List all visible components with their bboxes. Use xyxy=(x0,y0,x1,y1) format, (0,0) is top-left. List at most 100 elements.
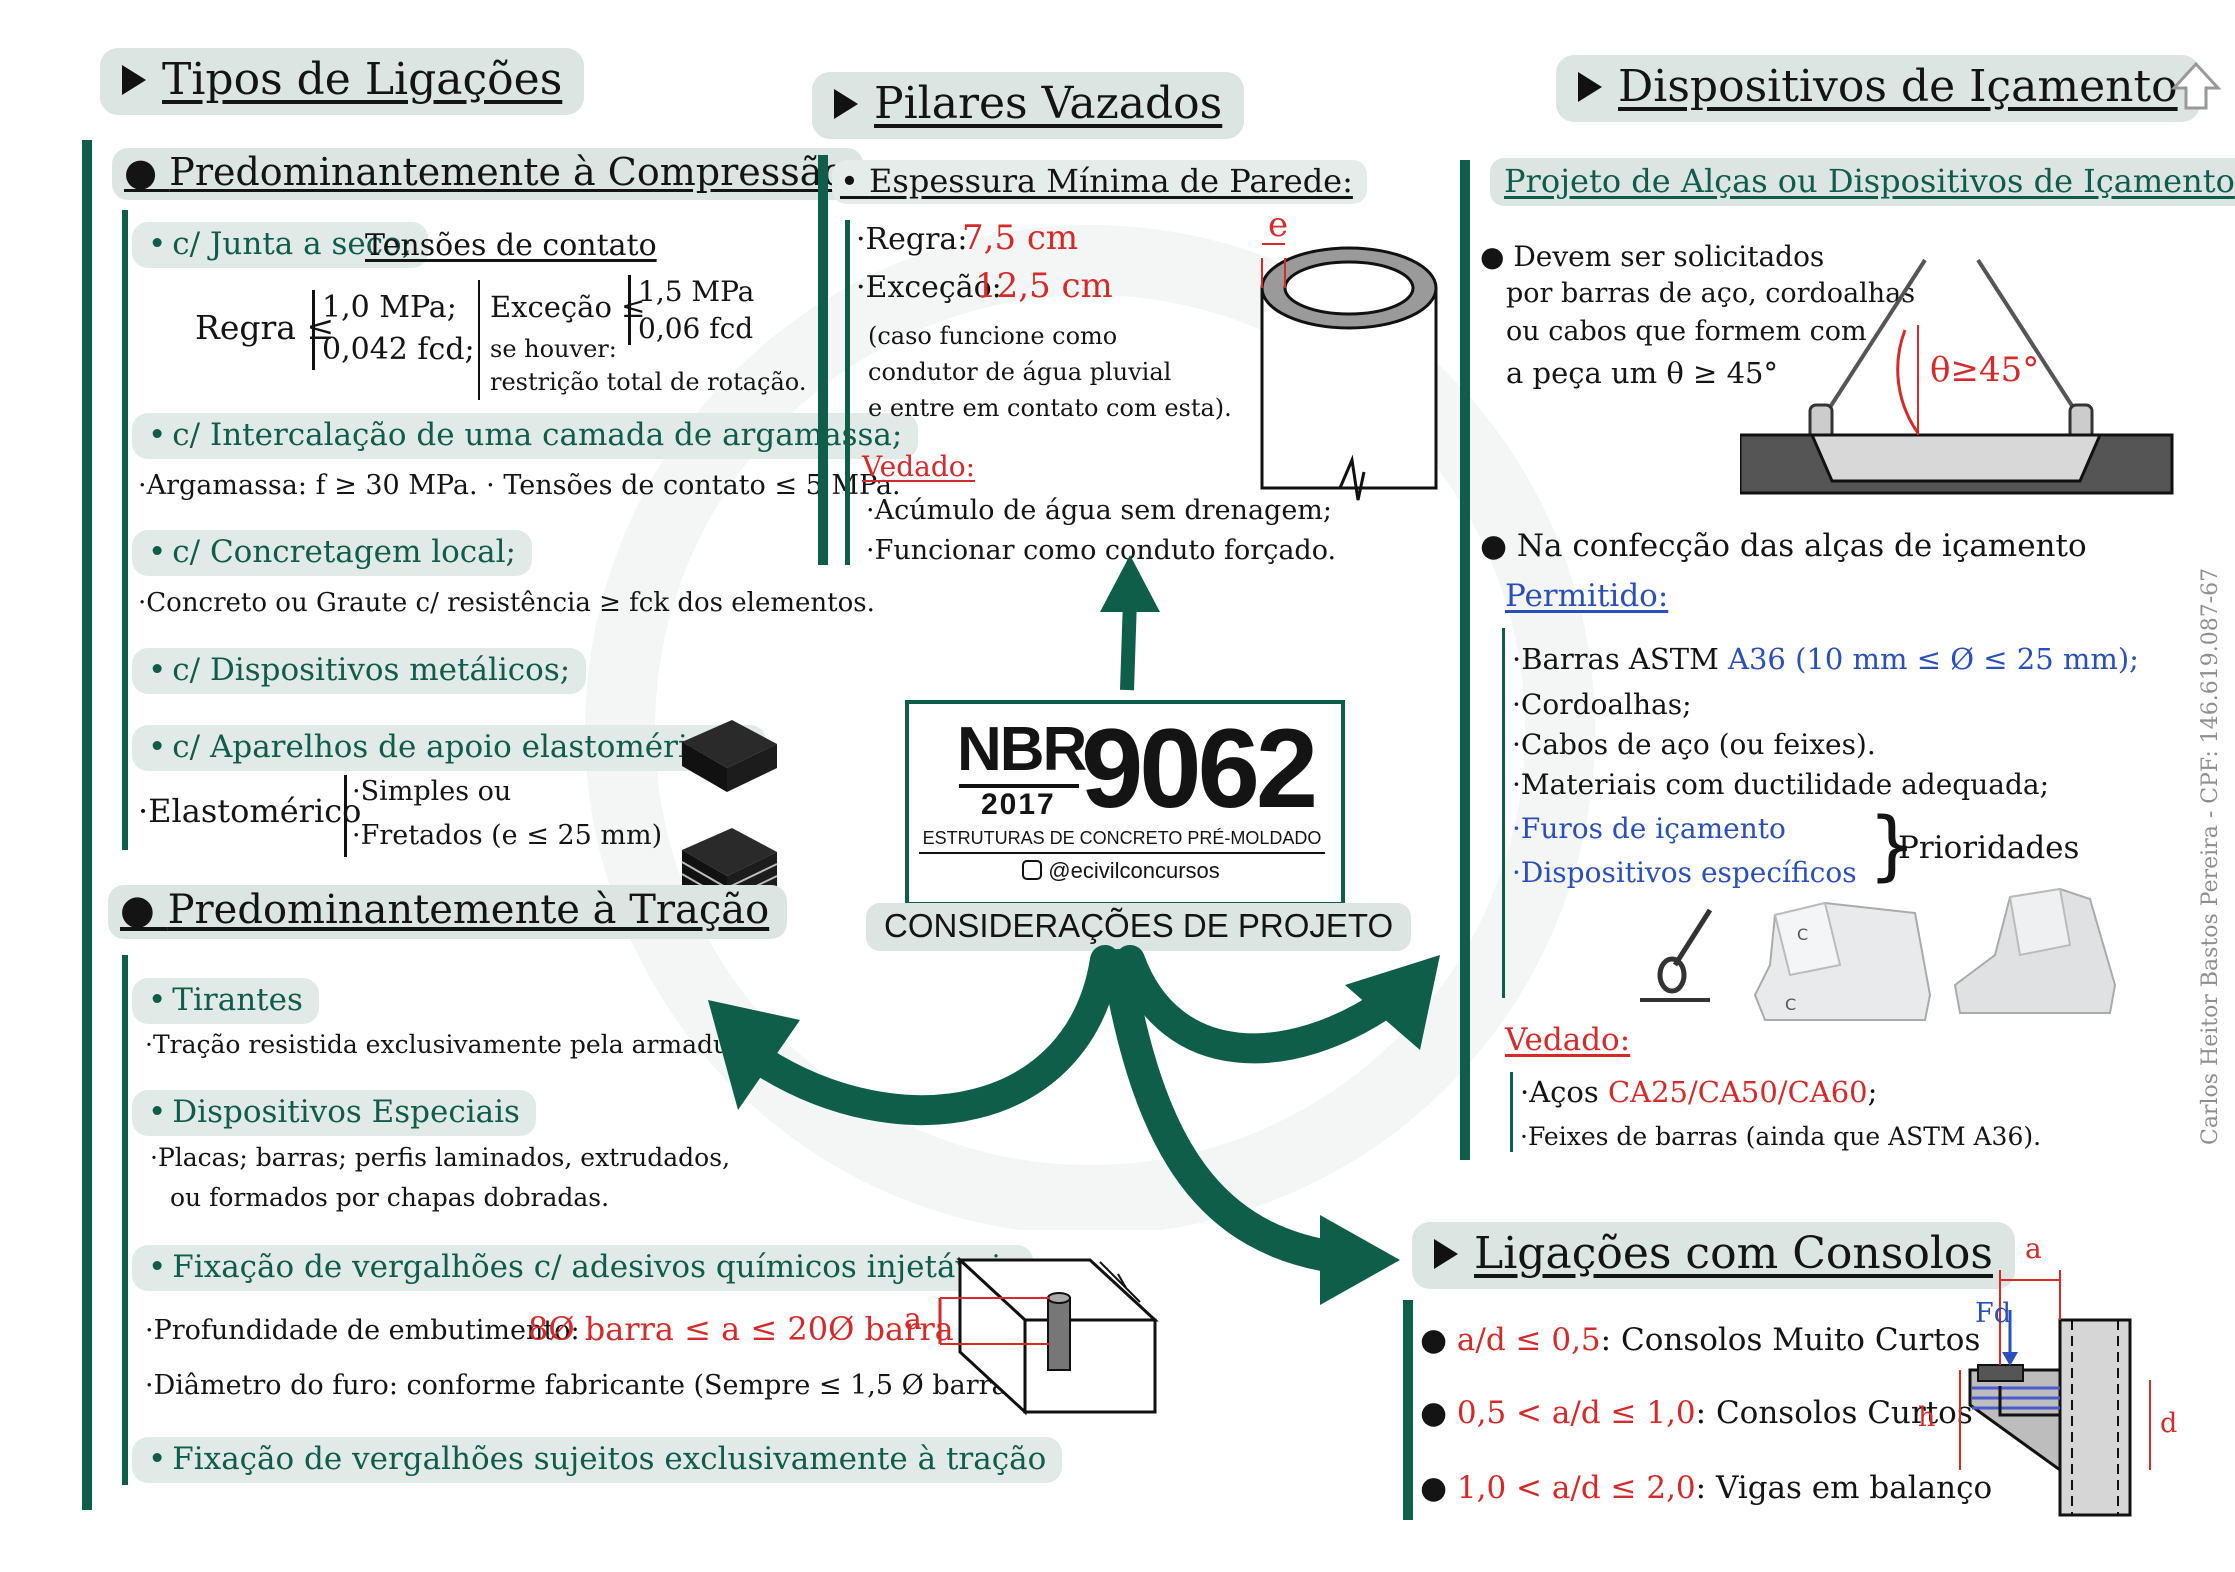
arrow-down-right-icon xyxy=(1320,1215,1400,1305)
permitido-item-6: ·Dispositivos específicos xyxy=(1512,856,1857,889)
concretagem-pill: •c/ Concretagem local; xyxy=(132,530,532,576)
title-text: Dispositivos de Içamento xyxy=(1618,61,2178,112)
consoles-vertical-bar xyxy=(1403,1300,1413,1520)
consolo-a-label: a xyxy=(2025,1232,2042,1265)
consolo-d-label: d xyxy=(2160,1408,2178,1439)
regra-excecao-divider xyxy=(478,280,480,400)
title-text: Pilares Vazados xyxy=(874,78,1223,129)
svg-text:C: C xyxy=(1797,925,1808,944)
prioridades-brace: } xyxy=(1868,800,1917,889)
vedado-item-2: ·Funcionar como conduto forçado. xyxy=(866,535,1337,566)
nbr-divider xyxy=(959,784,1079,788)
elastomerico-bracket xyxy=(344,775,347,857)
consolo-row-3: ● 1,0 < a/d ≤ 2,0: Vigas em balanço xyxy=(1420,1470,1993,1506)
right-vedado-item-1: ·Aços CA25/CA50/CA60; xyxy=(1520,1075,1878,1109)
regra-label: ·Regra: xyxy=(856,222,968,257)
scroll-to-top-icon[interactable] xyxy=(2168,58,2224,114)
excecao-label: Exceção ≤ xyxy=(490,290,646,324)
devem-line-4: a peça um θ ≥ 45° xyxy=(1506,356,1778,390)
arrow-right-icon xyxy=(1345,955,1440,1050)
arrow-left-icon xyxy=(708,1000,800,1110)
vedado-label: Vedado: xyxy=(862,450,976,483)
projeto-alcas-heading: Projeto de Alças ou Dispositivos de Içam… xyxy=(1490,158,2235,206)
excecao-value-2: 0,06 fcd xyxy=(638,312,754,345)
permitido-item-2: ·Cordoalhas; xyxy=(1512,688,1692,721)
excecao-condition-1: se houver: xyxy=(490,335,617,363)
regra-value-2: 0,042 fcd; xyxy=(322,332,475,367)
embed-depth-a-label: a xyxy=(904,1302,922,1337)
compression-inner-bar xyxy=(122,210,128,850)
consolo-row-2: ● 0,5 < a/d ≤ 1,0: Consolos Curtos xyxy=(1420,1395,1973,1431)
center-inner-bar xyxy=(845,220,850,565)
traction-heading: ● Predominantemente à Tração xyxy=(108,885,788,939)
section-title-tipos: Tipos de Ligações xyxy=(100,48,585,115)
profundidade-label: ·Profundidade de embutimento: xyxy=(145,1315,580,1346)
especiais-line-2: ou formados por chapas dobradas. xyxy=(170,1183,610,1212)
especiais-pill: •Dispositivos Especiais xyxy=(132,1090,536,1136)
section-title-consolos: Ligações com Consolos xyxy=(1412,1222,2015,1289)
intercalacao-pill: •c/ Intercalação de uma camada de argama… xyxy=(132,413,919,459)
vedado-item-1: ·Acúmulo de água sem drenagem; xyxy=(866,495,1332,526)
lifting-angle-diagram xyxy=(1740,258,2174,495)
arrow-up-icon xyxy=(1100,555,1160,612)
compression-heading: ● Predominantemente à Compressão xyxy=(112,148,864,200)
junta-seco-pill: •c/ Junta a seco; xyxy=(132,222,429,268)
triangle-bullet-icon xyxy=(122,64,146,95)
regra-value: 7,5 cm xyxy=(962,218,1079,258)
excecao-condition-2: restrição total de rotação. xyxy=(490,368,807,396)
espessura-heading: • Espessura Mínima de Parede: xyxy=(832,160,1367,204)
section-title-dispositivos: Dispositivos de Içamento xyxy=(1556,55,2200,122)
center-vertical-bar xyxy=(818,155,828,565)
concrete-barrier-icon xyxy=(1953,887,2117,1014)
title-text: Ligações com Consolos xyxy=(1474,1228,1993,1279)
regra-label: Regra ≤ xyxy=(195,308,335,347)
elastomerico-label: ·Elastomérico xyxy=(138,792,362,830)
title-text: Tipos de Ligações xyxy=(162,54,563,105)
pilar-note-3: e entre em contato com esta). xyxy=(868,394,1232,422)
nbr-year: 2017 xyxy=(981,788,1056,821)
triangle-bullet-icon xyxy=(1434,1238,1458,1269)
permitido-item-3: ·Cabos de aço (ou feixes). xyxy=(1512,728,1876,761)
devem-line-2: por barras de aço, cordoalhas xyxy=(1506,278,1916,309)
tensoes-contato-label: Tensões de contato xyxy=(365,228,657,263)
badge-subtitle-underline xyxy=(919,852,1325,854)
hollow-pillar-drawing xyxy=(1260,243,1438,501)
regra-bracket xyxy=(312,290,315,370)
permitido-label: Permitido: xyxy=(1505,578,1669,614)
embedded-bar-block-drawing xyxy=(938,1256,1159,1416)
tirantes-pill: •Tirantes xyxy=(132,978,319,1024)
fixacao-adesivos-pill: •Fixação de vergalhões c/ adesivos quími… xyxy=(132,1245,1034,1291)
nbr-badge: NBR 2017 9062 ESTRUTURAS DE CONCRETO PRÉ… xyxy=(905,700,1345,906)
devem-line-3: ou cabos que formem com xyxy=(1506,316,1867,347)
right-vedado-label: Vedado: xyxy=(1505,1022,1631,1058)
right-vedado-bar xyxy=(1510,1072,1513,1152)
nbr-number: 9062 xyxy=(1081,706,1318,831)
pilar-note-1: (caso funcione como xyxy=(868,322,1118,350)
excecao-value-1: 1,5 MPa xyxy=(638,275,755,308)
considerations-label: CONSIDERAÇÕES DE PROJETO xyxy=(866,903,1412,951)
consolo-h-label: h xyxy=(1918,1402,1936,1433)
watermark-text: Carlos Heitor Bastos Pereira - CPF: 146.… xyxy=(2198,567,2223,1145)
theta-label: θ≥45° xyxy=(1930,350,2040,390)
consolo-fd-label: Fd xyxy=(1975,1298,2012,1329)
excecao-value: 12,5 cm xyxy=(975,266,1113,306)
svg-text:C: C xyxy=(1785,995,1796,1014)
badge-handle: @ecivilconcursos xyxy=(909,858,1333,884)
left-vertical-bar xyxy=(82,140,92,1510)
tirantes-line: ·Tração resistida exclusivamente pela ar… xyxy=(145,1030,764,1059)
permitido-bar xyxy=(1502,628,1505,998)
elastomerico-option-1: ·Simples ou xyxy=(352,776,512,807)
consolo-diagram xyxy=(1959,1270,2151,1517)
lifting-hook-icon xyxy=(1640,908,1713,1002)
right-vedado-item-2: ·Feixes de barras (ainda que ASTM A36). xyxy=(1520,1122,2042,1151)
permitido-item-1: ·Barras ASTM A36 (10 mm ≤ Ø ≤ 25 mm); xyxy=(1512,642,2139,676)
excecao-label: ·Exceção: xyxy=(856,270,1002,305)
badge-subtitle: ESTRUTURAS DE CONCRETO PRÉ-MOLDADO xyxy=(922,828,1322,848)
permitido-item-4: ·Materiais com ductilidade adequada; xyxy=(1512,768,2049,801)
section-title-pilares: Pilares Vazados xyxy=(812,72,1245,139)
right-vertical-bar xyxy=(1460,160,1470,1160)
diametro-line: ·Diâmetro do furo: conforme fabricante (… xyxy=(145,1370,1019,1401)
traction-inner-bar xyxy=(122,955,128,1485)
concrete-barrier-with-holes-icon: C C xyxy=(1753,901,1932,1021)
